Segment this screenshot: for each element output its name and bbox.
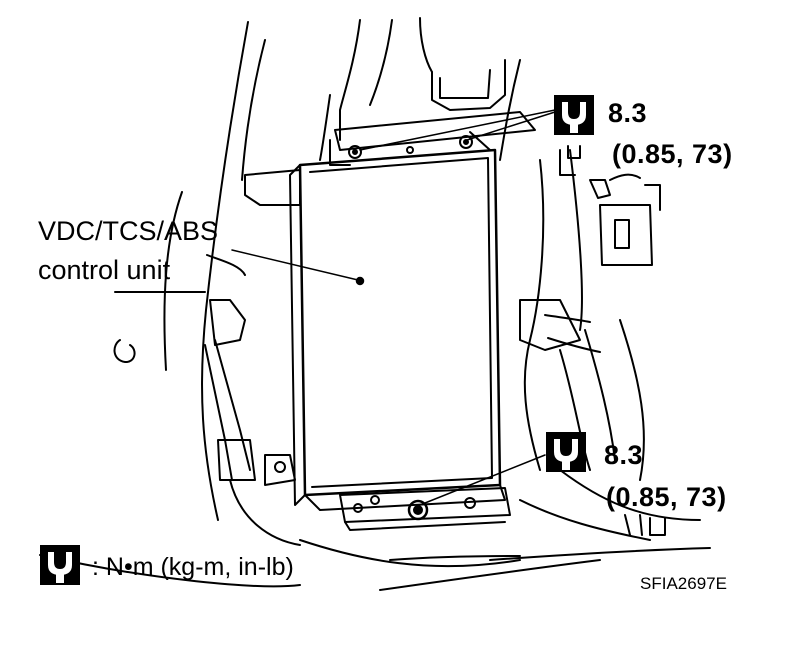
leader-lines — [231, 109, 556, 506]
torque-top-value: 8.3 — [608, 98, 648, 128]
part-label-line1: VDC/TCS/ABS — [38, 216, 219, 246]
vehicle-body-outlines — [39, 17, 711, 591]
control-unit-body — [289, 148, 506, 511]
part-label-line2: control unit — [38, 255, 171, 285]
figure-code: SFIA2697E — [640, 574, 727, 593]
torque-bottom-value: 8.3 — [604, 440, 644, 470]
legend-line — [389, 555, 521, 561]
right-connector — [519, 145, 666, 536]
bottom-bracket — [339, 487, 511, 531]
legend-text: : N•m (kg-m, in-lb) — [92, 553, 294, 581]
upper-bracket — [329, 59, 536, 166]
torque-bottom-sub: (0.85, 73) — [606, 482, 727, 512]
torque-wrench-icon-bottom — [545, 431, 587, 473]
left-harness — [113, 169, 301, 546]
torque-wrench-icon-legend — [39, 544, 81, 586]
torque-top-sub: (0.85, 73) — [612, 139, 733, 169]
torque-wrench-icon-top — [553, 94, 595, 136]
